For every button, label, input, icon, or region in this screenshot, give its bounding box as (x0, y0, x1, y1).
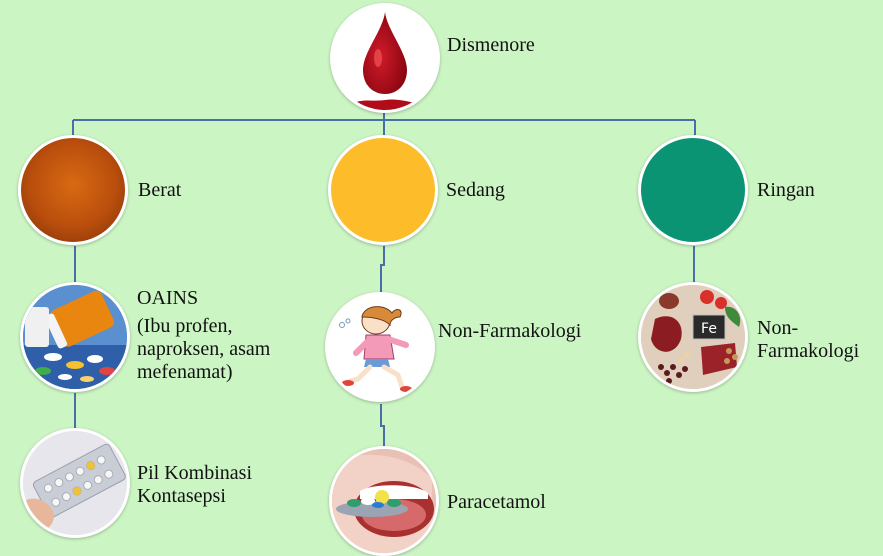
non-farmakologi-ringan-label: Non- Farmakologi (757, 317, 859, 363)
ringan-label: Ringan (757, 179, 815, 202)
paracetamol-label: Paracetamol (447, 491, 546, 514)
paracetamol-node (329, 446, 439, 556)
running-girl-icon (328, 295, 432, 399)
oains-node (20, 282, 130, 392)
pil-kombinasi-label-line: Pil Kombinasi (137, 462, 252, 485)
ringan-circle (638, 135, 748, 245)
pil-kombinasi-node (20, 428, 130, 538)
oains-label-line: (Ibu profen, (137, 315, 270, 338)
oains-label-line: mefenamat) (137, 361, 270, 384)
sedang-circle (328, 135, 438, 245)
fe-badge: Fe (701, 321, 717, 337)
pil-kombinasi-label: Pil Kombinasi Kontasepsi (137, 462, 252, 508)
pills-on-spoon-icon (332, 449, 436, 553)
non-farmakologi-sedang-node (325, 292, 435, 402)
non-farmakologi-ringan-node: Fe (638, 282, 748, 392)
oains-label-line: naproksen, asam (137, 338, 270, 361)
oains-label-line: OAINS (137, 287, 270, 310)
pill-bottle-icon (23, 285, 127, 389)
non-farmakologi-sedang-label: Non-Farmakologi (438, 320, 581, 343)
dismenore-label: Dismenore (447, 34, 535, 57)
berat-label: Berat (138, 179, 181, 202)
dismenore-node (330, 3, 440, 113)
pil-kombinasi-label-line: Kontasepsi (137, 485, 252, 508)
berat-circle (18, 135, 128, 245)
pill-blister-icon (23, 431, 127, 535)
non-farmakologi-ringan-label-line: Farmakologi (757, 340, 859, 363)
iron-rich-food-icon: Fe (641, 285, 745, 389)
sedang-label: Sedang (446, 179, 505, 202)
non-farmakologi-ringan-label-line: Non- (757, 317, 859, 340)
blood-drop-icon (333, 6, 437, 110)
oains-label: OAINS (Ibu profen, naproksen, asam mefen… (137, 287, 270, 384)
